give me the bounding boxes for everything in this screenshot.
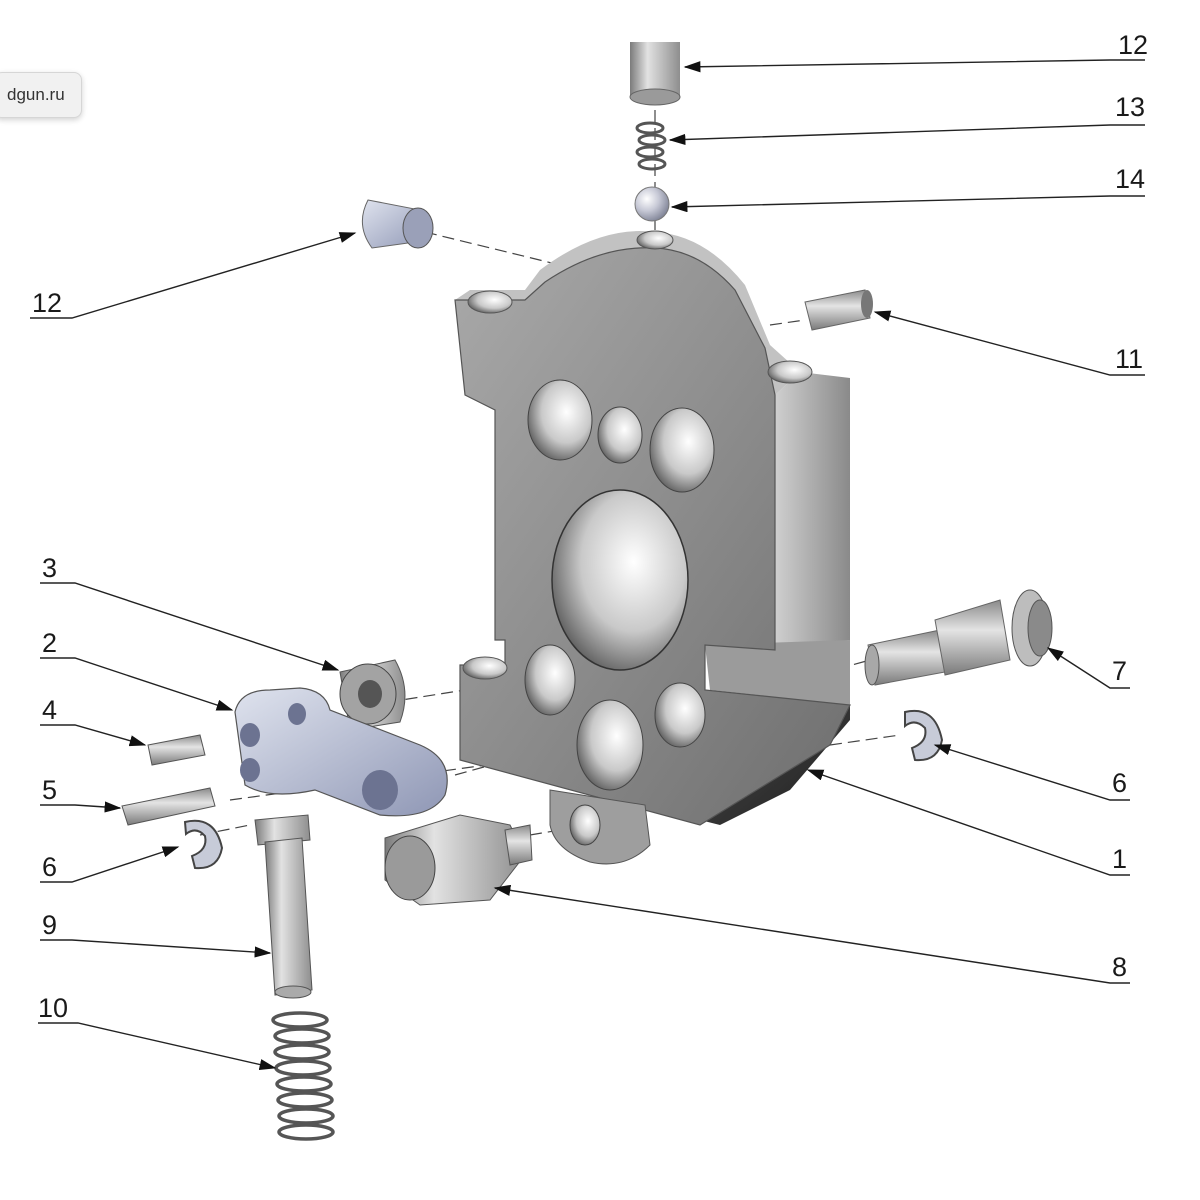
callout-label-9: 9 xyxy=(42,910,57,940)
callout-label-7: 7 xyxy=(1112,656,1127,686)
callout-5: 5 xyxy=(40,775,122,813)
callout-label-8: 8 xyxy=(1112,952,1127,982)
part-9-vertical-pin xyxy=(254,814,313,999)
callout-label-6-right: 6 xyxy=(1112,768,1127,798)
part-6-right-eclip xyxy=(904,709,944,762)
part-5-long-pin xyxy=(121,787,216,826)
part-13-small-spring xyxy=(635,121,667,171)
callout-12-left: 12 xyxy=(30,232,357,319)
callout-label-12-top: 12 xyxy=(1118,30,1148,60)
part-8-plunger xyxy=(384,814,533,906)
part-1-main-body xyxy=(454,230,851,865)
callout-3: 3 xyxy=(40,553,340,671)
callout-label-5: 5 xyxy=(42,775,57,805)
part-7-stepped-shaft xyxy=(864,589,1053,686)
callout-7: 7 xyxy=(1046,647,1130,689)
part-14-ball xyxy=(634,186,670,222)
callout-6-right: 6 xyxy=(933,744,1130,801)
part-10-large-spring xyxy=(271,1011,335,1141)
callout-13: 13 xyxy=(668,92,1145,146)
part-11-pin xyxy=(804,289,873,331)
callout-label-6-left: 6 xyxy=(42,852,57,882)
callout-4: 4 xyxy=(40,695,147,747)
callout-12-top: 12 xyxy=(683,30,1148,73)
callout-8: 8 xyxy=(493,884,1130,984)
callout-14: 14 xyxy=(670,164,1145,213)
url-overlay-chip[interactable]: dgun.ru xyxy=(0,72,82,118)
callout-2: 2 xyxy=(40,628,234,711)
part-4-short-pin xyxy=(147,734,206,766)
callout-9: 9 xyxy=(40,910,272,958)
callout-label-10: 10 xyxy=(38,993,68,1023)
part-2-lever xyxy=(234,687,448,817)
part-12-left-bushing xyxy=(361,199,434,249)
callout-label-2: 2 xyxy=(42,628,57,658)
callout-1: 1 xyxy=(806,769,1130,876)
callout-11: 11 xyxy=(873,310,1145,376)
callout-label-3: 3 xyxy=(42,553,57,583)
part-12-top-cylinder xyxy=(629,42,681,106)
part-3-bushing xyxy=(339,659,406,731)
callout-label-4: 4 xyxy=(42,695,57,725)
callout-label-14: 14 xyxy=(1115,164,1145,194)
callout-label-11: 11 xyxy=(1115,344,1143,374)
callout-label-12-left: 12 xyxy=(32,288,62,318)
callout-label-1: 1 xyxy=(1112,844,1127,874)
callout-label-13: 13 xyxy=(1115,92,1145,122)
callout-10: 10 xyxy=(38,993,277,1071)
callout-6-left: 6 xyxy=(40,846,180,883)
part-6-left-eclip xyxy=(183,819,224,870)
